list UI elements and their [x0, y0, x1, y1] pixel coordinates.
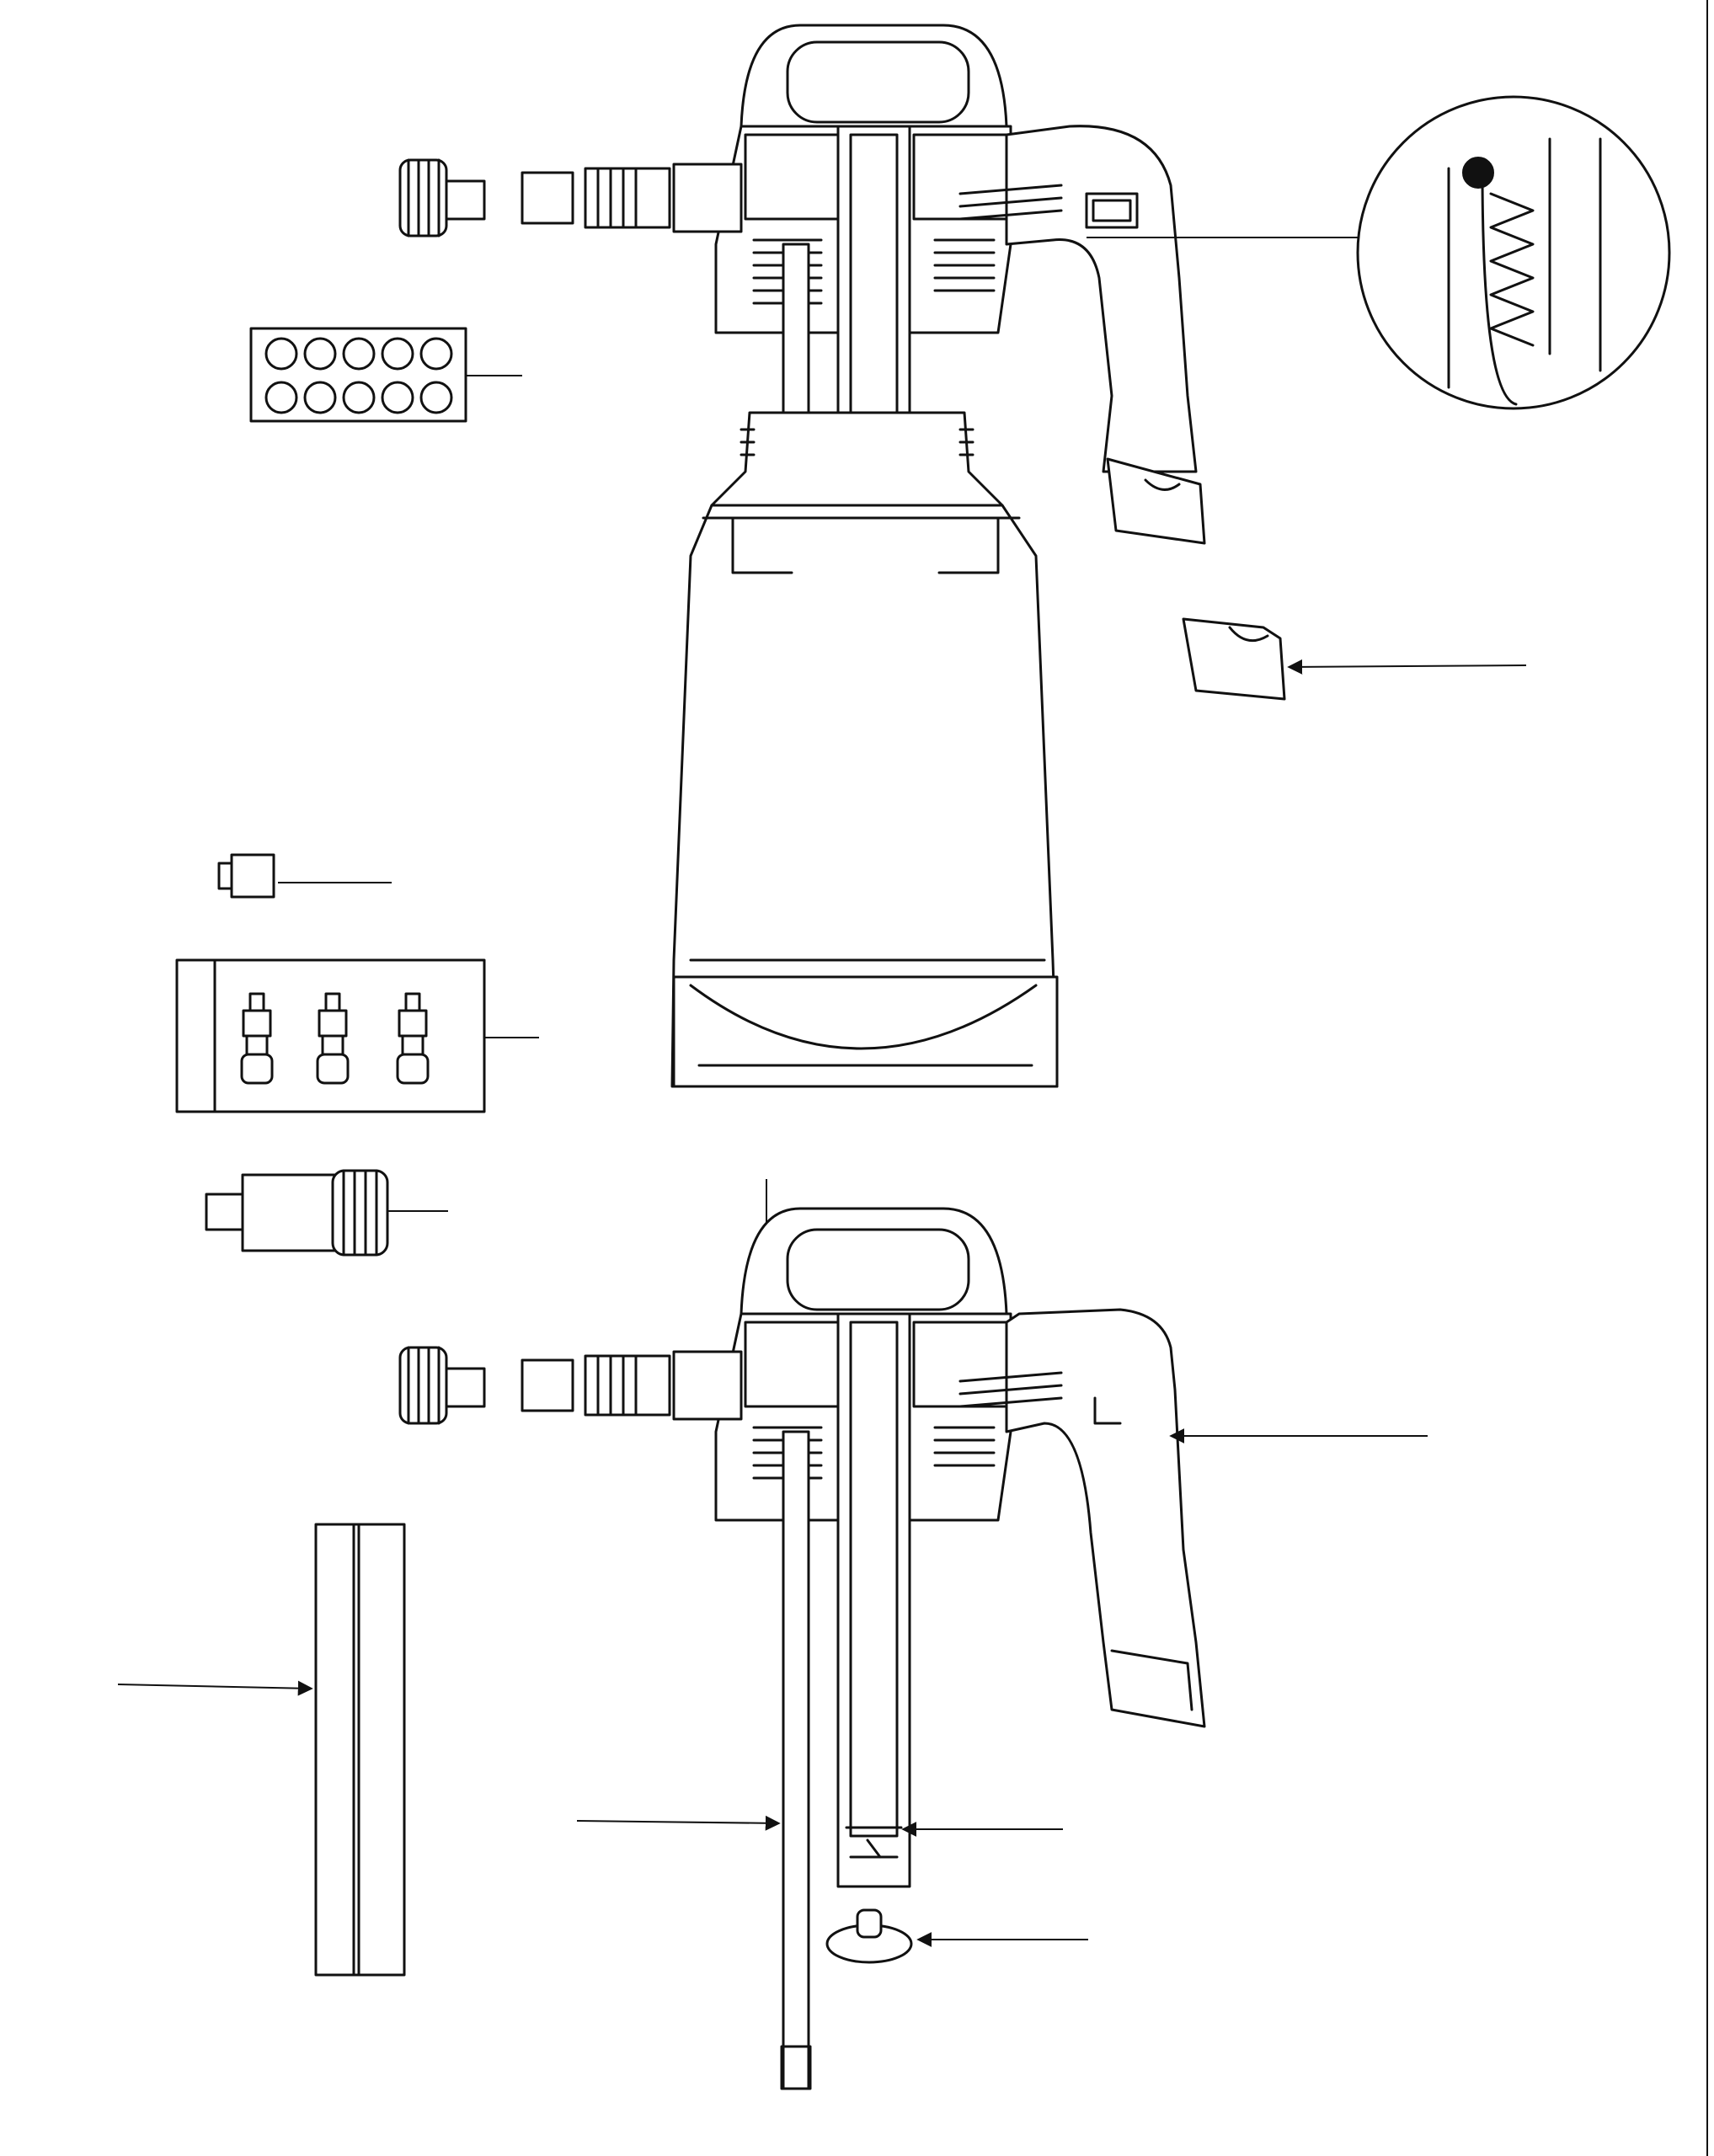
connector-threads [596, 167, 638, 229]
small-plug-body [230, 853, 275, 899]
grid-nozzle-hole [419, 337, 453, 371]
neck-threads [740, 428, 974, 456]
dip-tube-2 [782, 1430, 810, 2090]
handle-end-cap [1106, 457, 1206, 545]
nozzle-cap-grip-2 [407, 1346, 441, 1425]
dip-tube-end-2 [780, 2045, 812, 2090]
top-sprayer-assembly [175, 24, 1671, 1257]
kit-nozzles [240, 992, 430, 1085]
detail-spring [1489, 192, 1535, 347]
right-spring [933, 238, 996, 292]
handle-window-inner [1092, 199, 1132, 222]
spare-nozzle-cap [331, 1169, 389, 1257]
handle-grip-opening-2 [786, 1228, 970, 1311]
pump-handle-top [740, 24, 1008, 128]
valve-stem [856, 1908, 883, 1939]
pump-cylinder-2 [836, 1312, 911, 1888]
right-spring-2 [933, 1426, 996, 1467]
handle-window [1085, 192, 1139, 229]
spare-nozzle-tip [205, 1193, 246, 1231]
grid-nozzle-hole [342, 381, 376, 414]
nozzle-grid-box [249, 327, 467, 423]
spare-nozzle-hex [241, 1173, 337, 1252]
nozzle-sleeve [521, 171, 574, 225]
grid-nozzle-hole [303, 337, 337, 371]
leader-long-tube [117, 1680, 313, 1696]
kit-nozzle [316, 992, 350, 1085]
grid-nozzle-hole [342, 337, 376, 371]
trigger-spring-2 [958, 1371, 1063, 1408]
seal-fragment-notch [1228, 626, 1269, 643]
spare-cap-grip [342, 1169, 378, 1257]
kit-nozzle [240, 992, 274, 1085]
kit-nozzle [396, 992, 430, 1085]
trigger-handle [1005, 125, 1198, 473]
nozzle-body-2 [672, 1350, 743, 1421]
detail-walls [1447, 137, 1602, 406]
tank-base [672, 975, 1059, 1088]
detail-o-ring [1462, 157, 1494, 189]
connector-threads-2 [596, 1354, 638, 1417]
end-cap-notch [1144, 478, 1181, 491]
pump-handle-top-2 [740, 1207, 1008, 1315]
nozzle-core-2 [445, 1367, 486, 1408]
base-curve [689, 984, 1038, 1050]
handle-inner-detail [1093, 1396, 1193, 1711]
nozzle-threaded-connector [584, 167, 671, 229]
nozzle-cap-grip [407, 158, 441, 237]
grid-nozzle-hole [381, 381, 414, 414]
tank-shoulder-detail [731, 516, 1000, 574]
grid-nozzle-hole [419, 381, 453, 414]
piston-seal-2 [845, 1826, 903, 1859]
grid-nozzle-hole [381, 337, 414, 371]
tank-neck [710, 411, 1004, 507]
pump-cylinder-inner-2 [849, 1321, 899, 1838]
trigger-spring [958, 184, 1063, 221]
grid-nozzle-hole [303, 381, 337, 414]
handle-grip-opening [786, 40, 970, 124]
nozzle-core [445, 179, 486, 221]
grid-nozzle-hole [264, 337, 298, 371]
nozzle-sleeve-2 [521, 1358, 574, 1412]
grid-nozzle-hole [264, 381, 298, 414]
nozzle-grid-circles [264, 337, 453, 414]
trigger-handle-open [1005, 1308, 1206, 1728]
leader-seal [1287, 659, 1527, 675]
nozzle-threaded-connector-2 [584, 1354, 671, 1417]
leader-dip-tube [576, 1815, 781, 1831]
nozzle-body [672, 163, 743, 233]
tank-inner-lines [689, 516, 1046, 962]
bottom-sprayer-assembly [117, 1179, 1428, 2090]
